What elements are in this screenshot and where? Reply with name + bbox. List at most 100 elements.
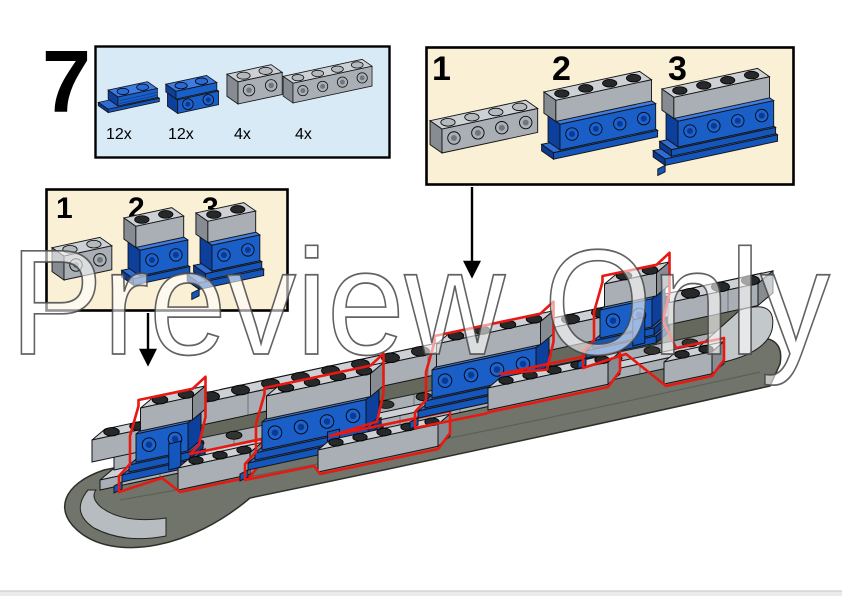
side-stud-hole — [96, 256, 103, 263]
stud — [681, 288, 700, 299]
blue-bracket — [198, 226, 261, 272]
placement-outline — [581, 251, 726, 388]
side-stud-hole — [148, 257, 155, 264]
model-shape — [664, 134, 779, 166]
substep-right-1-drawing — [428, 99, 539, 154]
blue-filler-piece — [168, 440, 182, 471]
side-stud-hole — [220, 252, 227, 259]
model-shape — [657, 164, 666, 177]
substep-right-2-label: 2 — [552, 50, 571, 88]
stud — [464, 112, 480, 122]
stud — [720, 76, 736, 85]
side-stud-hole — [441, 377, 449, 384]
side-stud-hole — [205, 97, 211, 103]
stud — [411, 346, 430, 357]
side-stud-hole — [686, 128, 693, 135]
blue-filler-piece — [632, 316, 646, 347]
side-stud-hole — [271, 429, 279, 436]
substep-right-2-drawing — [540, 70, 659, 161]
side-stud-hole — [592, 125, 599, 132]
stud — [291, 74, 305, 82]
stud — [158, 210, 174, 219]
stud — [236, 71, 251, 80]
highlighted-assembly-2 — [239, 361, 384, 482]
side-stud-hole — [172, 251, 179, 258]
stud — [512, 102, 528, 112]
model-shape — [292, 65, 373, 104]
side-stud-hole — [339, 79, 345, 85]
substep-left-3-drawing — [186, 202, 265, 301]
stud — [674, 350, 690, 359]
stud — [194, 77, 209, 85]
stud — [440, 118, 456, 127]
substep-right-3-drawing — [652, 67, 779, 177]
gray-top-brick — [604, 260, 670, 308]
substep-right-3-label: 3 — [668, 50, 687, 88]
gray-brick-side-studs — [225, 64, 284, 105]
side-stud-hole — [493, 366, 501, 373]
stud — [103, 427, 120, 437]
bow-rim — [79, 489, 167, 540]
side-stud-hole — [145, 441, 153, 448]
side-stud-hole — [171, 435, 179, 443]
side-stud-hole — [185, 101, 191, 107]
stud — [188, 456, 204, 465]
stud — [350, 61, 364, 69]
channel-stud — [225, 430, 243, 440]
substep-left-2-drawing — [120, 207, 191, 287]
model-shape — [555, 79, 653, 123]
stud — [236, 445, 252, 455]
stud — [711, 281, 730, 293]
stud — [328, 438, 344, 447]
side-stud-hole — [616, 120, 623, 127]
parts-callout-box: 12x 12x 4x 4x — [94, 45, 391, 159]
model-shape — [673, 76, 771, 120]
model-shape — [135, 215, 185, 249]
channel-stud — [643, 346, 661, 356]
stud — [488, 107, 504, 117]
side-stud-hole — [297, 423, 305, 431]
stud — [86, 239, 102, 249]
side-stud-hole — [72, 262, 79, 268]
stud — [672, 86, 688, 95]
side-stud-hole — [300, 88, 306, 94]
stud — [331, 65, 344, 73]
plate-1x2 — [107, 81, 159, 107]
gray-top-brick — [122, 207, 185, 249]
gray-top-brick — [140, 384, 206, 432]
stud — [134, 215, 150, 224]
stud — [62, 245, 78, 254]
stud — [206, 210, 222, 219]
gray-top-brick — [660, 67, 771, 120]
boat-hull-model — [64, 251, 782, 549]
highlighted-gray-brick-4 — [663, 340, 725, 385]
part-plate-1x2-rail-icon — [97, 81, 161, 114]
stud — [696, 81, 712, 90]
substep-left-1-label: 1 — [56, 192, 73, 225]
side-stud-hole — [467, 371, 475, 379]
side-stud-hole — [359, 75, 365, 81]
part-brick-1x2-icon — [225, 64, 284, 105]
gray-brick-side-studs — [428, 99, 539, 154]
stud — [554, 89, 570, 98]
part-count-1: 12x — [106, 126, 132, 143]
side-stud-hole — [640, 115, 647, 122]
side-stud-hole — [519, 360, 527, 368]
side-stud-hole — [268, 82, 274, 89]
step-number: 7 — [42, 32, 91, 131]
gray-brick-side-studs — [282, 58, 373, 104]
stud — [741, 275, 760, 286]
substep-box-left: 1 2 3 — [45, 188, 289, 312]
stud — [498, 376, 514, 385]
stud — [174, 81, 188, 90]
model-shape — [677, 100, 775, 148]
stud — [136, 83, 149, 91]
side-stud-hole — [498, 124, 505, 131]
model-shape — [441, 107, 539, 154]
bracket-plate — [164, 74, 218, 100]
side-stud-hole — [450, 135, 457, 141]
side-stud-hole — [758, 112, 765, 119]
substep-box-right: 1 2 3 — [425, 46, 795, 186]
